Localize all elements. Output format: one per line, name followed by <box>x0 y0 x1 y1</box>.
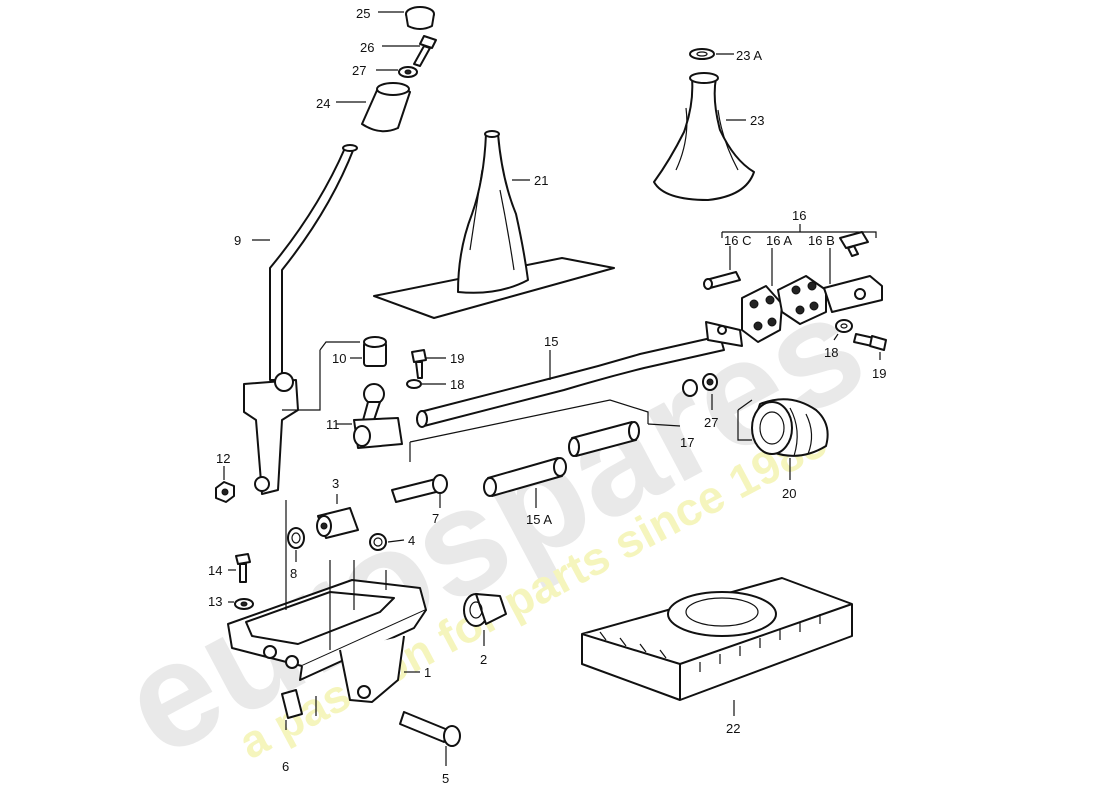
part-6-clip <box>281 689 317 730</box>
part-16-coupling <box>703 224 883 343</box>
part-12-nut <box>215 466 235 503</box>
label-27-lower: 27 <box>704 415 718 430</box>
watermark-brand: eurospares <box>96 260 889 788</box>
label-13: 13 <box>208 594 222 609</box>
label-24: 24 <box>316 96 330 111</box>
part-4-ring <box>369 533 405 551</box>
part-23-boot <box>653 72 755 201</box>
label-15a: 15 A <box>526 512 552 527</box>
part-24-knob <box>336 82 411 133</box>
label-19-right: 19 <box>872 366 886 381</box>
part-20-rubber-boot <box>737 398 829 480</box>
label-2: 2 <box>480 652 487 667</box>
label-18-right: 18 <box>824 345 838 360</box>
label-20: 20 <box>782 486 796 501</box>
label-19-upper: 19 <box>450 351 464 366</box>
part-9-gear-lever <box>243 144 358 495</box>
label-9: 9 <box>234 233 241 248</box>
label-10: 10 <box>332 351 346 366</box>
label-23: 23 <box>750 113 764 128</box>
part-21-boot <box>373 130 615 319</box>
part-27-washer <box>376 66 418 78</box>
label-27-top: 27 <box>352 63 366 78</box>
label-4: 4 <box>408 533 415 548</box>
label-11: 11 <box>326 417 340 432</box>
part-14-screw <box>228 553 251 583</box>
label-12: 12 <box>216 451 230 466</box>
callout-labels: 25 26 27 24 9 10 19 18 11 15 12 3 7 15 A… <box>208 6 886 786</box>
part-26-bolt <box>382 35 437 67</box>
part-2-plug <box>463 593 507 646</box>
label-16a: 16 A <box>766 233 792 248</box>
part-10-bushing <box>282 336 387 411</box>
part-7-pin <box>391 474 448 508</box>
label-1: 1 <box>424 665 431 680</box>
watermark: eurospares a passion for parts since 198… <box>96 260 889 788</box>
label-23a: 23 A <box>736 48 762 63</box>
part-25-cap <box>378 6 435 30</box>
label-16: 16 <box>792 208 806 223</box>
part-5-pin <box>399 711 461 766</box>
part-18-washer-right <box>833 319 853 341</box>
part-22-foam-insulator <box>581 577 853 716</box>
label-8: 8 <box>290 566 297 581</box>
label-3: 3 <box>332 476 339 491</box>
label-26: 26 <box>360 40 374 55</box>
label-15: 15 <box>544 334 558 349</box>
part-23a-ring <box>689 48 734 60</box>
label-16b: 16 B <box>808 233 835 248</box>
part-8-ring <box>287 527 305 562</box>
label-25: 25 <box>356 6 370 21</box>
label-16c: 16 C <box>724 233 751 248</box>
part-13-washer <box>228 598 254 610</box>
part-18-washer-upper <box>406 379 446 389</box>
label-7: 7 <box>432 511 439 526</box>
part-19-bolt-right <box>853 333 887 360</box>
label-14: 14 <box>208 563 222 578</box>
label-18-upper: 18 <box>450 377 464 392</box>
part-3-bushing <box>316 494 359 539</box>
part-17-sleeve <box>409 399 681 462</box>
label-22: 22 <box>726 721 740 736</box>
label-5: 5 <box>442 771 449 786</box>
part-1-shift-housing <box>227 500 427 703</box>
part-27-washers-lower <box>682 373 718 410</box>
label-21: 21 <box>534 173 548 188</box>
label-6: 6 <box>282 759 289 774</box>
part-15-shift-rod <box>416 321 743 428</box>
part-11-shift-finger <box>336 383 403 449</box>
part-19-bolt-upper <box>411 349 446 379</box>
part-15a-sleeve <box>483 457 567 508</box>
label-17: 17 <box>680 435 694 450</box>
